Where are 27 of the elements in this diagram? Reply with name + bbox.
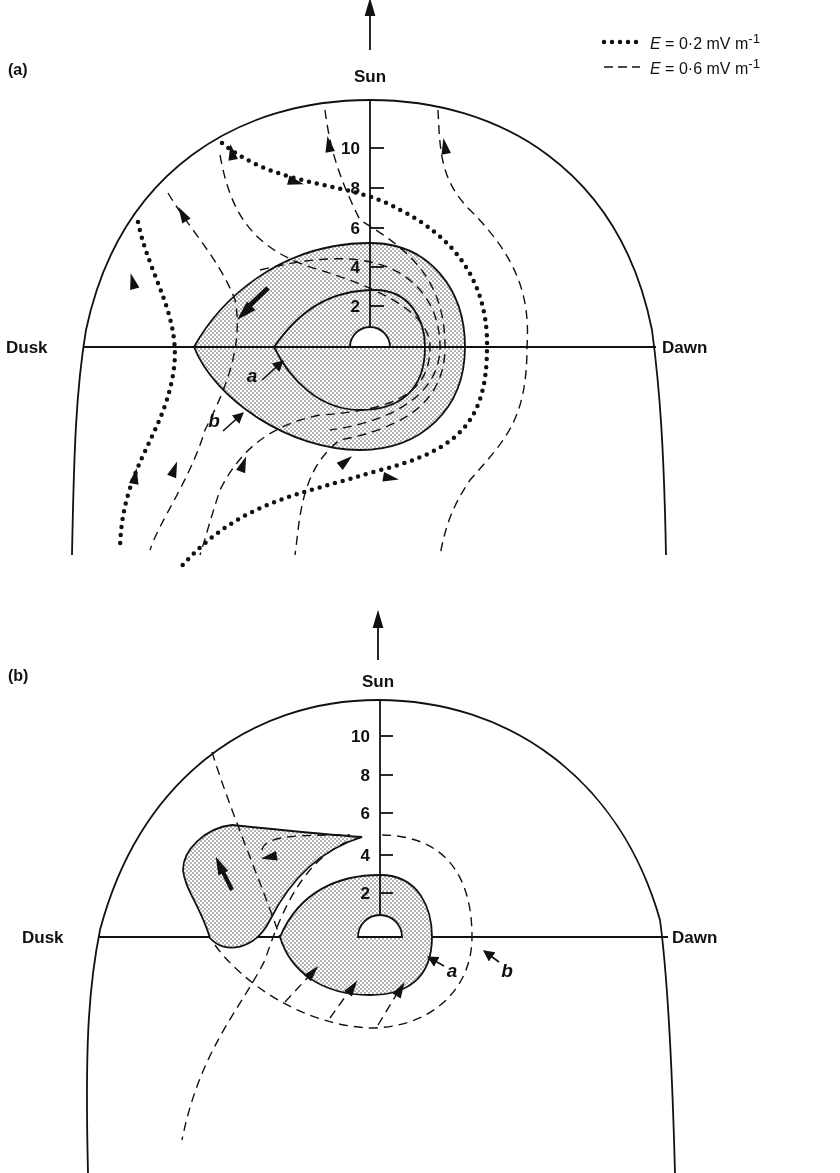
axis-label: Dawn — [672, 928, 718, 946]
scale-number: 4 — [350, 258, 360, 276]
scale-number: 10 — [351, 727, 370, 745]
scale-number: 8 — [360, 766, 370, 784]
scale-number: 2 — [350, 297, 360, 315]
scale-number: 2 — [360, 884, 370, 902]
leader-line — [261, 360, 284, 381]
panel-label: (a) — [8, 62, 28, 78]
curve-label: a — [445, 960, 459, 980]
curve-label: b — [500, 960, 514, 980]
axis-label: Dawn — [662, 338, 708, 356]
scale-number: 6 — [350, 219, 360, 237]
scale-number: 10 — [341, 139, 360, 157]
leader-line — [483, 950, 500, 963]
scale-number: 4 — [360, 846, 370, 864]
leader-line — [222, 412, 244, 432]
curve-label: a — [245, 365, 259, 385]
axis-label: Sun — [361, 672, 395, 690]
axis-label: Dusk — [6, 338, 48, 356]
legend-text: E = 0·2 mV m$^{-1}$ — [650, 31, 761, 53]
curve-label: b — [207, 410, 221, 430]
leader-line — [427, 956, 445, 967]
axis-label: Dusk — [22, 928, 64, 946]
scale-number: 6 — [360, 804, 370, 822]
panel-label: (b) — [8, 668, 29, 684]
axis-label: Sun — [353, 67, 387, 85]
legend-text: E = 0·6 mV m$^{-1}$ — [650, 56, 761, 78]
